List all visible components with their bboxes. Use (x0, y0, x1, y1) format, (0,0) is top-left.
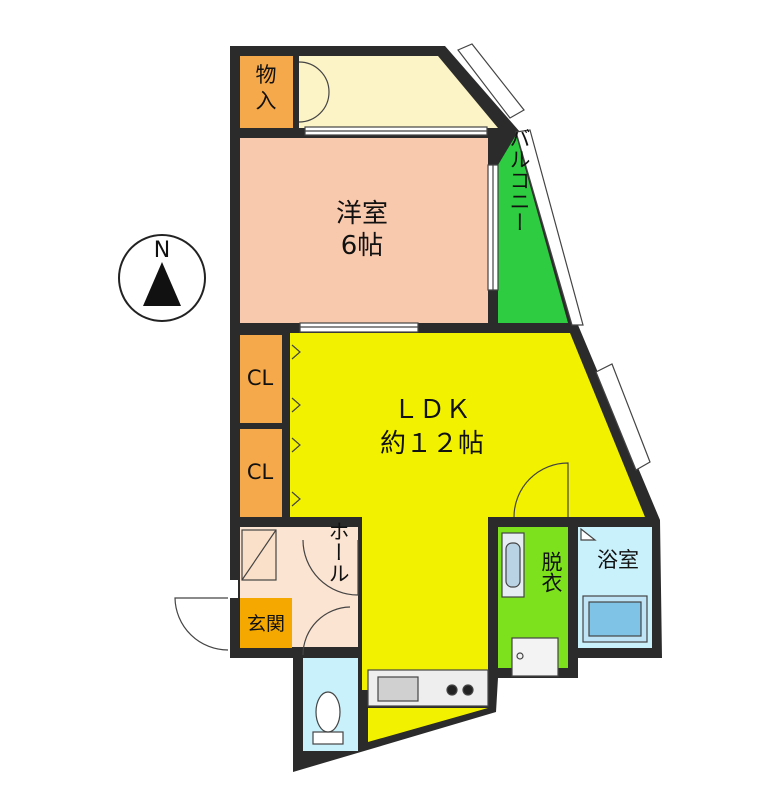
room-labels: 物 入 洋室 6帖 バルコニー CL CL ＬＤＫ 約１２帖 ホール 玄関 脱衣… (247, 63, 639, 635)
kitchen-sink (377, 676, 419, 702)
fixtures (174, 43, 651, 745)
rooms (240, 56, 652, 751)
storage-label-2: 入 (256, 89, 277, 113)
door-hall (302, 539, 359, 596)
bath-door-mark (580, 527, 597, 541)
closet-2 (240, 429, 282, 517)
storage-extension (299, 56, 498, 128)
storage-room (240, 56, 293, 128)
washing-machine-pan (511, 637, 559, 677)
storage-door (298, 61, 330, 123)
window-ne (457, 43, 525, 119)
stove-burner-1 (446, 684, 458, 696)
door-entrance (174, 597, 229, 651)
entrance-label: 玄関 (247, 613, 285, 635)
kitchen-extension (368, 708, 488, 742)
balcony-railing (515, 129, 584, 326)
compass-north-label: N (154, 238, 170, 263)
closet-1 (240, 335, 282, 423)
toilet-icon (315, 691, 341, 733)
ldk-label: ＬＤＫ (393, 395, 471, 425)
balcony (498, 135, 568, 323)
balcony-label: バルコニー (507, 128, 531, 233)
closet-2-label: CL (247, 460, 274, 484)
toilet-tank (312, 731, 344, 745)
closet-door-marks (291, 344, 301, 507)
ldk-size: 約１２帖 (380, 429, 484, 459)
western-room (240, 138, 488, 323)
western-room-size: 6帖 (341, 231, 384, 261)
ldk-room (290, 333, 645, 690)
hall-label: ホール (326, 521, 350, 584)
compass: N (118, 234, 206, 322)
door-ldk-hall (513, 462, 569, 518)
closet-1-label: CL (247, 366, 274, 390)
window-east (595, 363, 651, 471)
western-room-label: 洋室 (336, 199, 388, 229)
bath-label: 浴室 (597, 548, 639, 572)
north-arrow-icon (143, 262, 181, 306)
storage-label-1: 物 (256, 63, 277, 87)
door-toilet (302, 606, 351, 656)
stove-burner-2 (462, 684, 474, 696)
entrance (240, 598, 292, 648)
dressing-label: 脱衣 (539, 551, 563, 593)
